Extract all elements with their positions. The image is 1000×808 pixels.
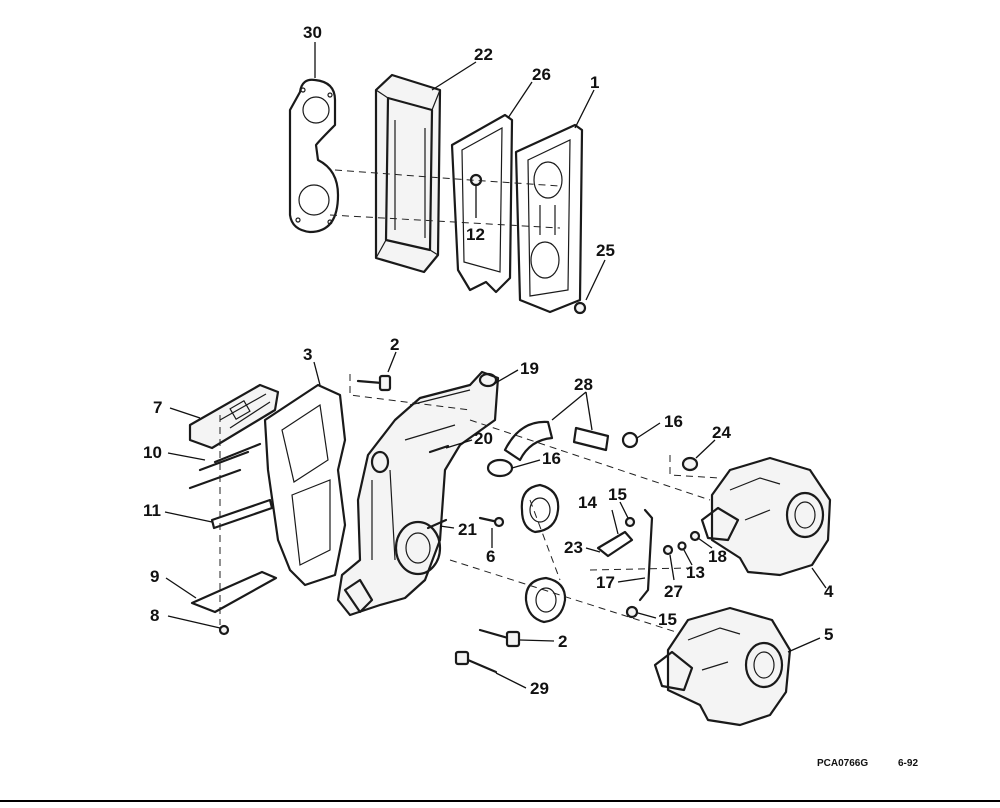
part-1-plate xyxy=(514,123,584,314)
callout-26: 26 xyxy=(532,65,551,84)
part-3-gasket xyxy=(263,383,347,587)
part-16-clamp xyxy=(486,431,639,478)
callout-labels: 30 22 26 1 12 25 2 3 19 28 7 16 24 20 10… xyxy=(143,23,834,698)
part-11-reed-stop xyxy=(210,498,274,530)
callout-27: 27 xyxy=(664,582,683,601)
part-25-screw xyxy=(573,301,587,315)
callout-24: 24 xyxy=(712,423,731,442)
part-gasket-lower xyxy=(524,576,567,624)
callout-1: 1 xyxy=(590,73,599,92)
part-15-cap xyxy=(624,516,639,619)
part-6-screw xyxy=(478,516,505,528)
figure-date: 6-92 xyxy=(898,758,918,769)
part-26-gasket xyxy=(450,113,514,294)
callout-25: 25 xyxy=(596,241,615,260)
callout-22: 22 xyxy=(474,45,493,64)
part-18-nut xyxy=(689,530,701,542)
callout-3: 3 xyxy=(303,345,312,364)
callout-2-bottom: 2 xyxy=(558,632,567,651)
figure-code: PCA0766G xyxy=(817,758,868,769)
part-28-hose xyxy=(503,420,610,462)
callout-16-center: 16 xyxy=(542,449,561,468)
part-9-plate xyxy=(190,570,278,614)
leader-lines xyxy=(164,42,827,689)
callout-19: 19 xyxy=(520,359,539,378)
part-gasket-upper xyxy=(520,483,560,534)
part-2-bolt-top xyxy=(356,374,392,392)
part-13-washer xyxy=(677,541,687,551)
callout-30: 30 xyxy=(303,23,322,42)
callout-20: 20 xyxy=(474,429,493,448)
part-29-bolt xyxy=(454,650,498,674)
part-27-screw xyxy=(662,544,674,556)
part-24-nut xyxy=(681,456,699,472)
callout-7: 7 xyxy=(153,398,162,417)
part-21-stud xyxy=(426,518,448,530)
callout-15-upper: 15 xyxy=(608,485,627,504)
part-14-link xyxy=(596,530,634,558)
callout-5: 5 xyxy=(824,625,833,644)
callout-12: 12 xyxy=(466,225,485,244)
part-2-bolt-bottom xyxy=(478,628,521,648)
part-7-reed-block xyxy=(188,383,280,450)
part-10-reed-petals xyxy=(188,442,262,490)
part-30-gasket xyxy=(288,78,340,234)
part-5-carburetor xyxy=(653,606,792,727)
part-19-intake-manifold xyxy=(336,370,500,617)
callout-28: 28 xyxy=(574,375,593,394)
part-4-carburetor xyxy=(700,456,832,577)
callout-4: 4 xyxy=(824,582,834,601)
callout-18: 18 xyxy=(708,547,727,566)
callout-9: 9 xyxy=(150,567,159,586)
callout-21: 21 xyxy=(458,520,477,539)
callout-23: 23 xyxy=(564,538,583,557)
part-20-stud xyxy=(428,444,450,454)
part-8-screw xyxy=(218,624,230,636)
callout-14: 14 xyxy=(578,493,597,512)
callout-29: 29 xyxy=(530,679,549,698)
part-17-rod xyxy=(638,508,654,602)
callout-11: 11 xyxy=(143,501,161,520)
callout-16-right: 16 xyxy=(664,412,683,431)
callout-10: 10 xyxy=(143,443,162,462)
part-22-cover xyxy=(374,73,442,274)
callout-17: 17 xyxy=(596,573,615,592)
callout-6: 6 xyxy=(486,547,495,566)
callout-15-lower: 15 xyxy=(658,610,677,629)
callout-13: 13 xyxy=(686,563,705,582)
callout-8: 8 xyxy=(150,606,159,625)
callout-2-top: 2 xyxy=(390,335,399,354)
